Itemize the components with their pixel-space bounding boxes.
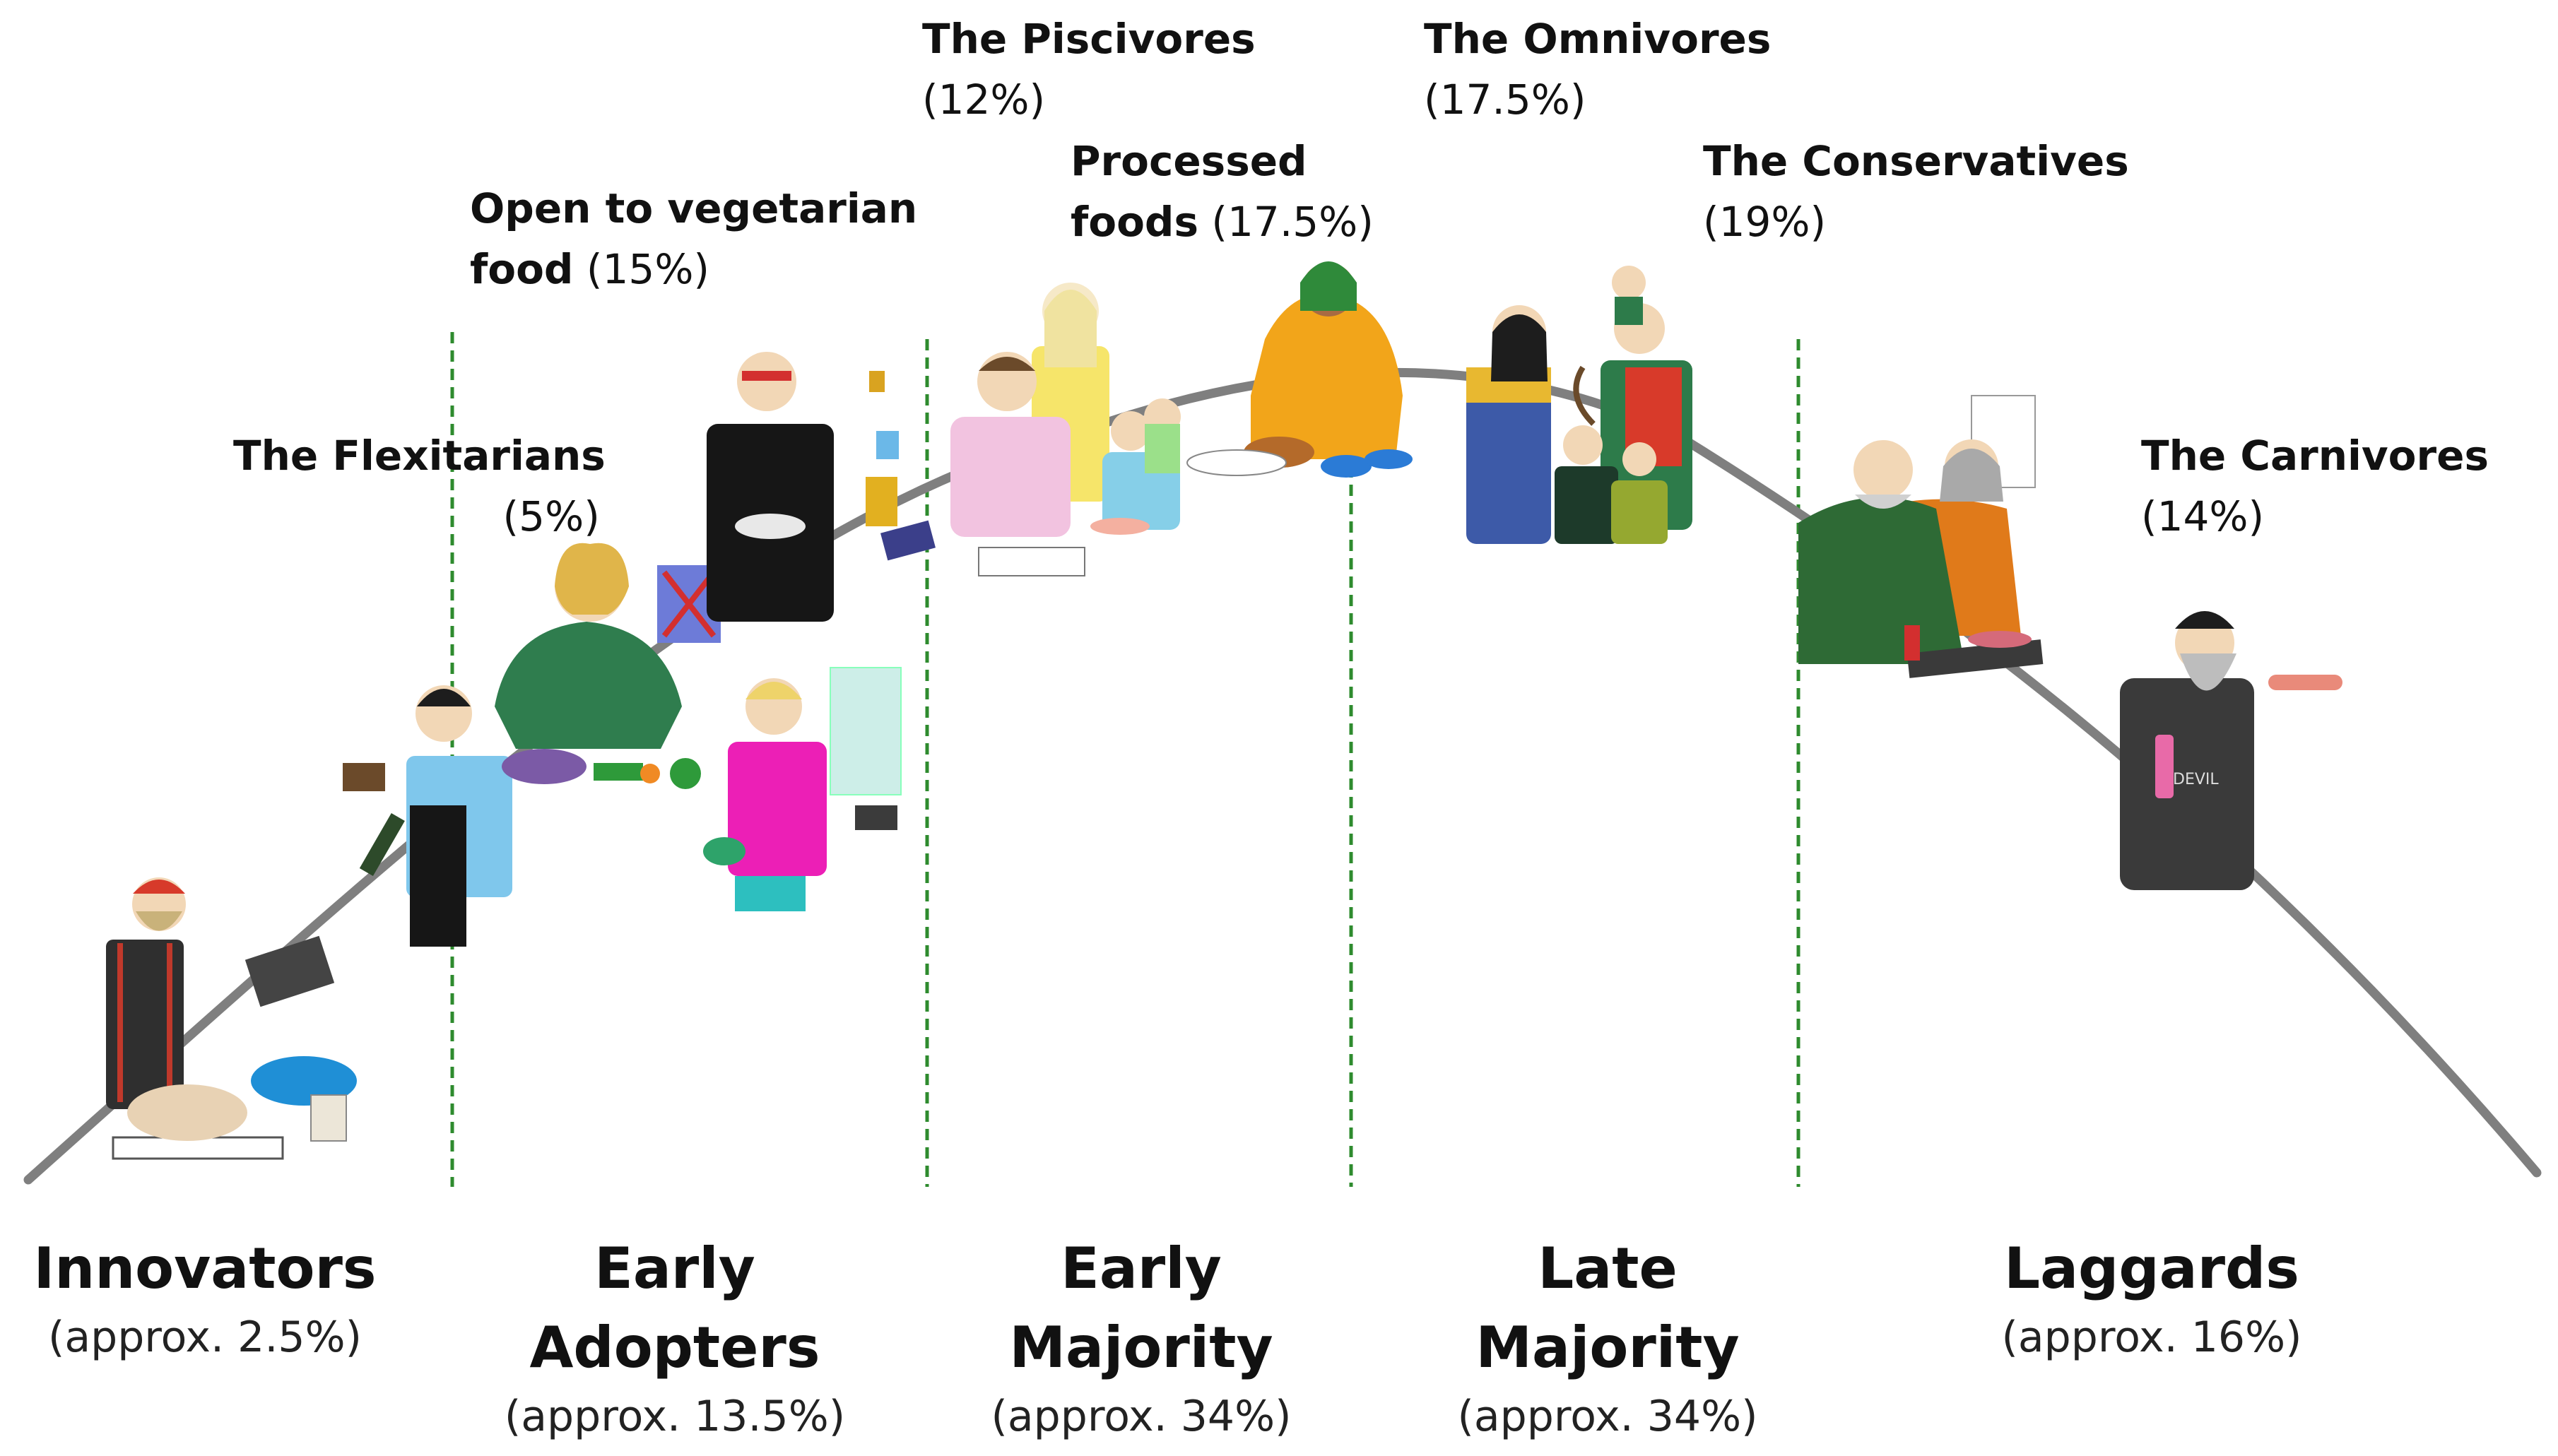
group-open-to-vegetarian: Open to vegetarian food (15%) [470, 178, 917, 300]
conservatives-couple-illustration [1798, 395, 2044, 678]
group-name-line2: foods [1071, 198, 1198, 246]
group-processed-foods: Processed foods (17.5%) [1071, 131, 1374, 252]
segment-laggards: Laggards (approx. 16%) [2002, 1229, 2302, 1366]
segment-late-majority: Late Majority (approx. 34%) [1458, 1229, 1758, 1445]
group-name: The Omnivores [1424, 15, 1772, 63]
group-share: (5%) [502, 492, 600, 540]
segment-share: (approx. 34%) [991, 1392, 1292, 1441]
segment-share: (approx. 16%) [2001, 1313, 2302, 1362]
group-name: Open to vegetarian [470, 184, 918, 232]
group-name: Processed [1071, 137, 1307, 185]
segment-name: Early Adopters [529, 1236, 820, 1380]
group-flexitarians: The Flexitarians (5%) [233, 425, 606, 547]
group-share: (12%) [922, 76, 1046, 124]
group-share: (19%) [1703, 198, 1827, 246]
group-name: The Flexitarians [233, 432, 606, 480]
segment-share: (approx. 2.5%) [47, 1313, 363, 1362]
vegetarian-woman-illustration [495, 543, 721, 789]
group-name: The Piscivores [922, 15, 1256, 63]
innovator-baker-illustration [106, 877, 357, 1160]
svg-text:DEVIL: DEVIL [2173, 771, 2219, 788]
processed-foods-illustration [1186, 261, 1413, 478]
segment-innovators: Innovators (approx. 2.5%) [33, 1229, 376, 1366]
carnivores-bearded-man-illustration: DEVIL [2120, 611, 2342, 890]
group-omnivores: The Omnivores (17.5%) [1424, 8, 1771, 130]
group-piscivores: The Piscivores (12%) [922, 8, 1256, 130]
group-share: (17.5%) [1211, 198, 1374, 246]
segment-early-majority: Early Majority (approx. 34%) [991, 1229, 1292, 1445]
piscivores-family-illustration [950, 283, 1181, 576]
group-name: The Carnivores [2141, 432, 2489, 480]
omnivores-family-illustration [1466, 266, 1692, 544]
group-share: (15%) [586, 245, 710, 293]
group-share: (17.5%) [1424, 76, 1586, 124]
segment-name: Innovators [33, 1236, 377, 1301]
group-conservatives: The Conservatives (19%) [1703, 131, 2129, 252]
group-name: The Conservatives [1703, 137, 2129, 185]
segment-name: Early Majority [1009, 1236, 1273, 1380]
phone-woman-illustration [703, 667, 902, 911]
group-name-line2: food [470, 245, 574, 293]
segment-share: (approx. 34%) [1457, 1392, 1758, 1441]
segment-name: Laggards [2004, 1236, 2299, 1301]
segment-early-adopters: Early Adopters (approx. 13.5%) [505, 1229, 845, 1445]
flexitarian-waiter-illustration [343, 685, 512, 947]
segment-share: (approx. 13.5%) [504, 1392, 846, 1441]
athlete-illustration [707, 352, 936, 622]
segment-name: Late Majority [1475, 1236, 1740, 1380]
group-carnivores: The Carnivores (14%) [2141, 425, 2489, 547]
group-share: (14%) [2141, 492, 2265, 540]
